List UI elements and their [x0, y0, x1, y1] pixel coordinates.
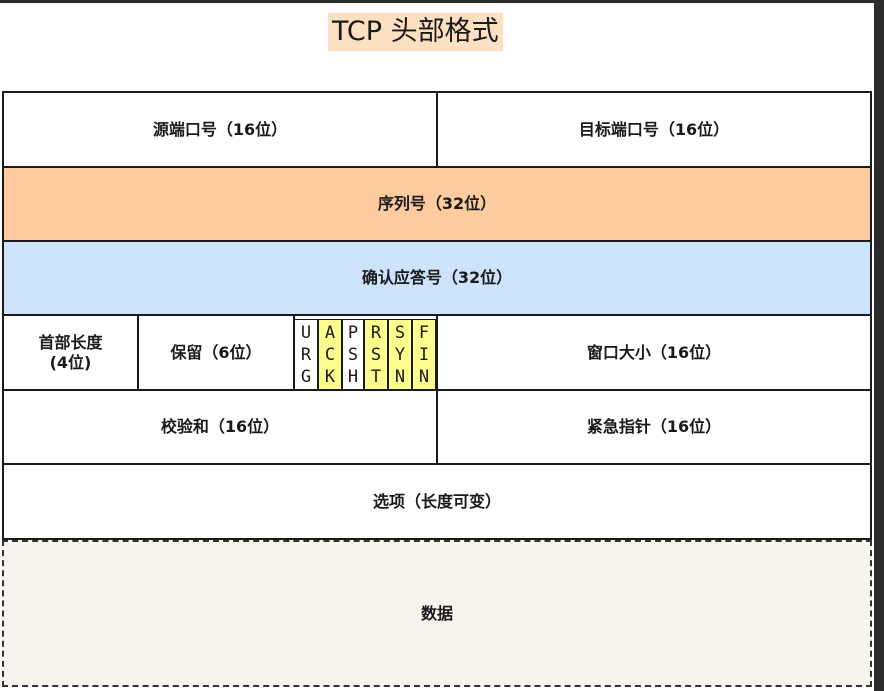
- flag-letter: I: [418, 345, 430, 365]
- flag-syn: S Y N: [388, 319, 412, 391]
- reserved-field: 保留（6位）: [137, 314, 295, 391]
- flag-letter: C: [324, 345, 336, 365]
- destination-port-field: 目标端口号（16位）: [436, 91, 872, 168]
- options-field: 选项（长度可变）: [2, 463, 872, 540]
- flag-ack: A C K: [318, 319, 342, 391]
- flag-letter: U: [300, 323, 312, 343]
- flag-letter: S: [347, 345, 359, 365]
- flag-urg: U R G: [294, 319, 318, 391]
- source-port-field: 源端口号（16位）: [2, 91, 438, 168]
- flag-letter: G: [300, 367, 312, 387]
- flag-letter: A: [324, 323, 336, 343]
- header-length-label: 首部长度: [38, 332, 103, 352]
- header-length-field: 首部长度 (4位): [2, 314, 139, 391]
- flag-fin: F I N: [412, 319, 436, 391]
- flag-psh: P S H: [342, 319, 364, 391]
- flag-letter: S: [370, 345, 382, 365]
- flag-letter: N: [394, 367, 406, 387]
- checksum-field: 校验和（16位）: [2, 389, 438, 465]
- data-field: 数据: [2, 540, 872, 687]
- urgent-pointer-field: 紧急指针（16位）: [436, 389, 872, 465]
- window-size-field: 窗口大小（16位）: [436, 314, 872, 391]
- sequence-number-field: 序列号（32位）: [2, 166, 872, 242]
- flag-letter: S: [394, 323, 406, 343]
- flag-letter: T: [370, 367, 382, 387]
- header-length-bits: (4位): [49, 352, 92, 372]
- flag-rst: R S T: [364, 319, 388, 391]
- window-edge: [874, 0, 884, 691]
- diagram-title: TCP 头部格式: [328, 13, 503, 51]
- diagram-canvas: TCP 头部格式 源端口号（16位） 目标端口号（16位） 序列号（32位） 确…: [0, 3, 874, 691]
- flag-letter: R: [370, 323, 382, 343]
- flag-letter: R: [300, 345, 312, 365]
- flag-letter: Y: [394, 345, 406, 365]
- flag-letter: N: [418, 367, 430, 387]
- flag-letter: P: [347, 323, 359, 343]
- ack-number-field: 确认应答号（32位）: [2, 240, 872, 316]
- flag-letter: K: [324, 367, 336, 387]
- flag-letter: F: [418, 323, 430, 343]
- flag-letter: H: [347, 367, 359, 387]
